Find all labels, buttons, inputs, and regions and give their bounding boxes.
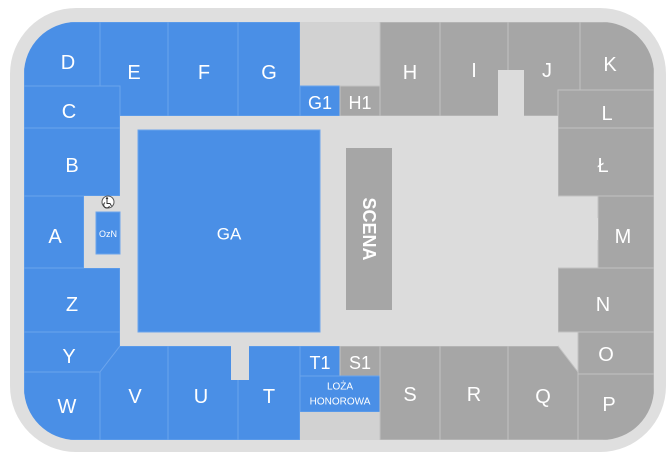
section-label-Q: Q xyxy=(535,386,551,408)
section-label-L: L xyxy=(601,103,612,125)
section-label-V: V xyxy=(128,386,142,408)
section-label-R: R xyxy=(467,384,481,406)
empty-block-top xyxy=(300,22,380,86)
stage xyxy=(346,148,392,310)
section-label-T: T xyxy=(263,386,275,408)
section-label-M: M xyxy=(615,226,632,248)
section-label-A: A xyxy=(48,226,62,248)
section-T1[interactable] xyxy=(299,345,341,377)
vip-label-line2: HONOROWA xyxy=(310,397,371,408)
section-vip-box[interactable] xyxy=(299,375,381,413)
wheelchair-icon xyxy=(101,195,115,209)
section-label-Y: Y xyxy=(62,346,75,368)
section-label-E: E xyxy=(127,62,140,84)
section-label-C: C xyxy=(62,101,76,123)
vip-label-line1: LOŻA xyxy=(327,380,353,393)
section-label-T1: T1 xyxy=(309,353,330,373)
section-C[interactable] xyxy=(24,85,121,129)
stage-label: SCENA xyxy=(359,197,379,260)
section-Y[interactable] xyxy=(24,331,121,373)
section-label-S: S xyxy=(403,384,416,406)
walkway-right xyxy=(554,218,598,240)
section-A[interactable] xyxy=(24,195,85,269)
section-label-W: W xyxy=(58,396,77,418)
section-label-G1: G1 xyxy=(308,93,332,113)
section-label-B: B xyxy=(65,155,78,177)
section-H[interactable] xyxy=(379,22,441,117)
section-U[interactable] xyxy=(167,345,239,440)
section-label-K: K xyxy=(603,54,617,76)
section-Z[interactable] xyxy=(24,267,121,333)
empty-block-bottom xyxy=(300,412,380,440)
section-label-N: N xyxy=(596,294,610,316)
section-label-F: F xyxy=(198,62,210,84)
section-label-O: O xyxy=(598,344,614,366)
ga-label: GA xyxy=(217,225,242,244)
section-label-H1: H1 xyxy=(348,93,371,113)
ga-area[interactable] xyxy=(137,129,321,333)
section-O[interactable] xyxy=(577,331,654,375)
section-label-Ł: Ł xyxy=(597,155,608,177)
section-label-D: D xyxy=(61,52,75,74)
section-N[interactable] xyxy=(557,267,654,333)
section-label-H: H xyxy=(403,62,417,84)
walkway-bottom-left xyxy=(231,340,249,380)
section-ozn[interactable] xyxy=(95,211,121,255)
section-label-J: J xyxy=(542,60,552,82)
section-label-P: P xyxy=(602,394,615,416)
section-label-U: U xyxy=(194,386,208,408)
section-S1[interactable] xyxy=(339,345,381,377)
section-L[interactable] xyxy=(557,89,654,129)
section-label-Z: Z xyxy=(66,294,78,316)
walkway-top-right xyxy=(498,70,524,118)
section-Ł[interactable] xyxy=(557,127,654,197)
section-label-I: I xyxy=(471,60,477,82)
section-label-S1: S1 xyxy=(349,353,371,373)
ozn-label: OzN xyxy=(99,229,117,239)
section-label-G: G xyxy=(261,62,277,84)
